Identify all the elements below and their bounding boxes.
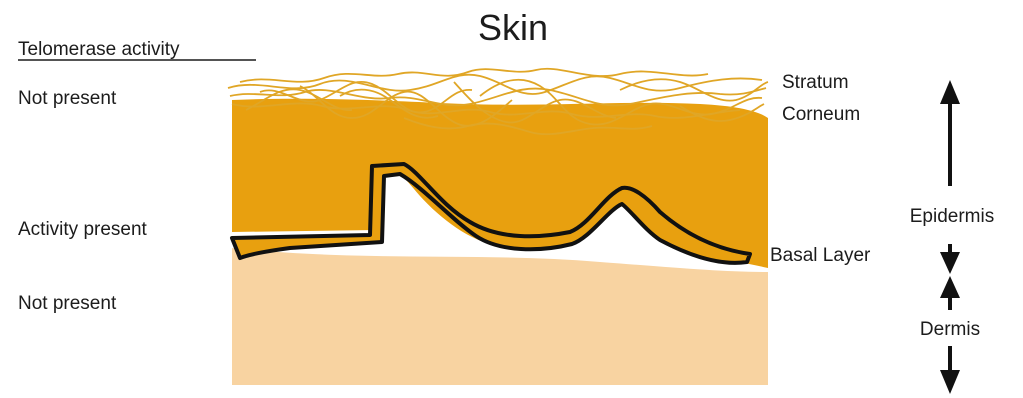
arrow-up-icon xyxy=(940,276,960,298)
dermis-label: Dermis xyxy=(920,319,980,340)
epidermis-label: Epidermis xyxy=(910,206,994,227)
stratum-corneum-label-line1: Stratum xyxy=(782,72,849,93)
arrow-up-icon xyxy=(940,80,960,104)
page-title: Skin xyxy=(478,7,548,48)
arrow-down-icon xyxy=(940,252,960,274)
status-dermis: Not present xyxy=(18,293,117,314)
dermis-layer xyxy=(232,248,768,385)
epidermis-range-arrow xyxy=(940,80,960,274)
status-basal-layer: Activity present xyxy=(18,219,148,240)
status-stratum-corneum: Not present xyxy=(18,88,117,109)
telomerase-heading: Telomerase activity xyxy=(18,39,180,60)
stratum-corneum-label-line2: Corneum xyxy=(782,104,860,125)
arrow-down-icon xyxy=(940,370,960,394)
basal-layer-label: Basal Layer xyxy=(770,245,871,266)
fiber xyxy=(620,79,768,100)
